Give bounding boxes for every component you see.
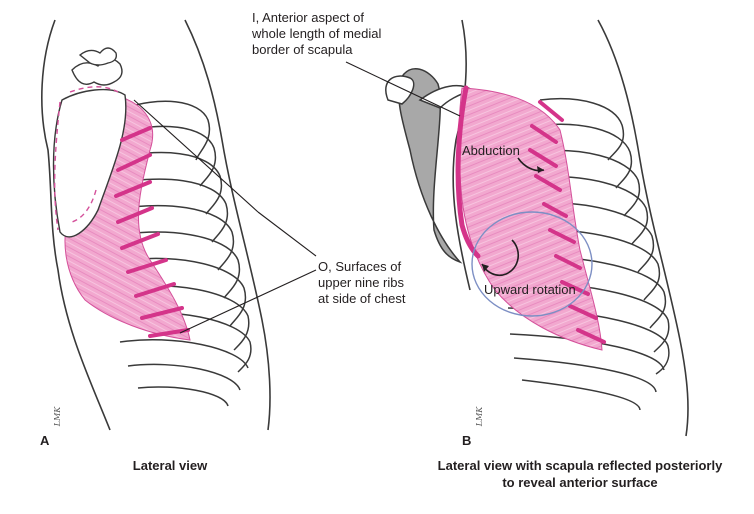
upward-rotation-arrow: [481, 239, 519, 277]
body-contour-b-front: [597, 19, 689, 437]
insertion-label-line2: whole length of medial: [252, 26, 382, 41]
body-contour-a: [41, 19, 111, 431]
panel-b-caption-line2: to reveal anterior surface: [502, 475, 658, 490]
rib-digitations-b: [528, 100, 606, 344]
panel-a-caption: Lateral view: [132, 458, 208, 473]
abduction-label: Abduction: [462, 143, 520, 158]
artist-signature-a: LMK: [53, 406, 63, 427]
panel-a-illustration: [41, 19, 271, 431]
origin-label-line2: upper nine ribs: [318, 275, 404, 290]
body-contour-b: [452, 19, 471, 291]
panel-a-letter: A: [40, 433, 50, 448]
upward-rotation-label: Upward rotation: [484, 282, 576, 297]
cervical-vertebrae-a: [71, 47, 123, 86]
panel-b-letter: B: [462, 433, 472, 448]
ribcage-b: [507, 98, 670, 411]
insertion-label-line1: I, Anterior aspect of: [252, 10, 365, 25]
panel-b-caption-line1: Lateral view with scapula reflected post…: [437, 458, 723, 473]
insertion-label: I, Anterior aspect of whole length of me…: [252, 10, 381, 58]
upward-rotation-circle: [471, 211, 593, 317]
body-contour-a-front: [184, 19, 271, 431]
artist-signature-b: LMK: [475, 406, 485, 427]
insertion-label-line3: border of scapula: [252, 42, 353, 57]
leader-lines: [133, 61, 461, 334]
medial-border-insertion: [455, 85, 481, 259]
panel-b-caption: Lateral view with scapula reflected post…: [420, 457, 740, 491]
origin-label-line3: at side of chest: [318, 291, 406, 306]
rib-digitations-a: [114, 126, 190, 338]
scapula-b: [385, 68, 474, 264]
scapula-a-dashed: [53, 101, 61, 231]
origin-label-line1: O, Surfaces of: [318, 259, 402, 274]
panel-b-illustration: [385, 19, 689, 437]
origin-label: O, Surfaces of upper nine ribs at side o…: [318, 259, 405, 307]
